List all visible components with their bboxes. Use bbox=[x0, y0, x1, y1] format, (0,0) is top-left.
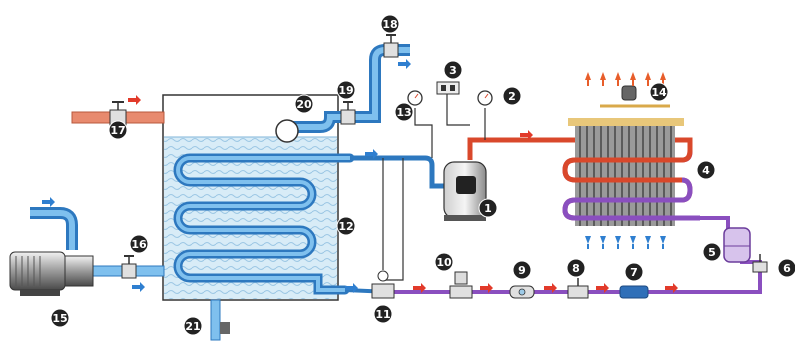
water-pump-icon bbox=[50, 308, 70, 328]
fan bbox=[600, 85, 670, 108]
component-badge-13: 13 bbox=[394, 102, 414, 122]
pressure-gauge-2 bbox=[477, 90, 493, 106]
float-ball bbox=[275, 119, 299, 143]
valve-icon bbox=[380, 14, 400, 34]
condenser-coil-icon bbox=[696, 160, 716, 180]
filter-drier-icon bbox=[624, 262, 644, 282]
sight-glass-icon bbox=[512, 260, 532, 280]
valve-18 bbox=[383, 34, 399, 58]
component-badge-3: 3 bbox=[443, 60, 463, 80]
component-badge-12: 12 bbox=[336, 216, 356, 236]
liquid-receiver-icon bbox=[702, 242, 722, 262]
component-number: 21 bbox=[185, 320, 200, 333]
component-badge-21: 21 bbox=[183, 316, 203, 336]
component-number: 20 bbox=[296, 98, 312, 111]
evaporator-coil bbox=[173, 153, 355, 295]
component-number: 12 bbox=[338, 220, 353, 233]
component-number: 10 bbox=[436, 256, 452, 269]
component-badge-5: 5 bbox=[702, 242, 722, 262]
component-badge-10: 10 bbox=[434, 252, 454, 272]
liquid-line bbox=[700, 216, 730, 230]
component-badge-18: 18 bbox=[380, 14, 400, 34]
valve-17 bbox=[109, 101, 127, 126]
component-badge-1: 1 bbox=[478, 198, 498, 218]
component-number: 9 bbox=[518, 264, 526, 277]
component-number: 13 bbox=[396, 106, 411, 119]
solenoid-valve-10 bbox=[449, 271, 473, 299]
component-badge-9: 9 bbox=[512, 260, 532, 280]
component-number: 11 bbox=[375, 308, 390, 321]
water-pump bbox=[9, 251, 94, 296]
pressure-gauge-icon bbox=[502, 86, 522, 106]
component-badge-15: 15 bbox=[50, 308, 70, 328]
float-ball-icon bbox=[294, 94, 314, 114]
compressor-icon bbox=[478, 198, 498, 218]
water-inlet-pipe bbox=[290, 44, 410, 133]
component-badge-20: 20 bbox=[294, 94, 314, 114]
flow-arrows bbox=[42, 59, 678, 293]
pressure-gauge-13 bbox=[407, 90, 423, 106]
component-number: 17 bbox=[110, 124, 125, 137]
valve-16 bbox=[121, 255, 137, 279]
component-badge-8: 8 bbox=[566, 258, 586, 278]
component-badge-14: 14 bbox=[649, 82, 669, 102]
fan-icon bbox=[649, 82, 669, 102]
valve-icon bbox=[777, 258, 795, 278]
liquid-receiver bbox=[723, 227, 751, 263]
pressure-switch bbox=[436, 81, 460, 95]
compressor bbox=[443, 161, 487, 221]
sight-glass-9 bbox=[509, 285, 535, 299]
component-number: 14 bbox=[651, 86, 667, 99]
component-number: 4 bbox=[702, 164, 710, 177]
pressure-gauge-icon bbox=[394, 102, 414, 122]
component-number: 18 bbox=[382, 18, 397, 31]
valve-icon bbox=[336, 80, 356, 100]
component-badge-2: 2 bbox=[502, 86, 522, 106]
component-number: 6 bbox=[783, 262, 791, 275]
component-badge-11: 11 bbox=[373, 304, 393, 324]
drain-pipe bbox=[210, 299, 230, 341]
component-badge-16: 16 bbox=[129, 234, 149, 254]
component-badge-17: 17 bbox=[108, 120, 128, 140]
component-number: 5 bbox=[708, 246, 716, 259]
drain-valve-icon bbox=[183, 316, 203, 336]
component-number: 2 bbox=[508, 90, 516, 103]
solenoid-valve-icon bbox=[434, 252, 454, 272]
suction-line bbox=[350, 155, 452, 189]
valve-19 bbox=[340, 101, 356, 125]
component-number: 1 bbox=[484, 202, 492, 215]
component-badge-6: 6 bbox=[777, 258, 795, 278]
filter-drier-7 bbox=[619, 285, 649, 299]
component-badge-19: 19 bbox=[336, 80, 356, 100]
valve-8 bbox=[567, 278, 589, 299]
component-number: 15 bbox=[52, 312, 67, 325]
expansion-valve-icon bbox=[373, 304, 393, 324]
valve-6 bbox=[752, 254, 768, 273]
pressure-switch-icon bbox=[443, 60, 463, 80]
component-number: 16 bbox=[131, 238, 147, 251]
component-number: 3 bbox=[449, 64, 457, 77]
component-number: 8 bbox=[572, 262, 580, 275]
condenser bbox=[562, 118, 700, 226]
valve-icon bbox=[566, 258, 586, 278]
expansion-valve-11 bbox=[371, 270, 395, 299]
component-badge-4: 4 bbox=[696, 160, 716, 180]
component-badge-7: 7 bbox=[624, 262, 644, 282]
gauge-lines bbox=[382, 90, 486, 281]
evaporator-coil-icon bbox=[336, 216, 356, 236]
valve-icon bbox=[129, 234, 149, 254]
component-number: 19 bbox=[338, 84, 353, 97]
valve-icon bbox=[108, 120, 128, 140]
component-number: 7 bbox=[630, 266, 638, 279]
